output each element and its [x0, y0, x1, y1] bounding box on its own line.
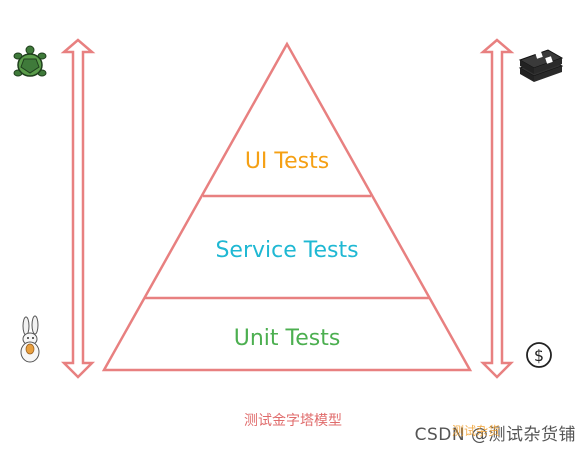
watermark-text: CSDN @测试杂货铺: [414, 425, 576, 445]
svg-text:$: $: [534, 346, 544, 365]
dollar-coin-icon: $: [526, 342, 552, 368]
csdn-watermark: CSDN @测试杂货铺: [415, 420, 576, 445]
turtle-icon: [13, 45, 47, 77]
left-double-arrow: [60, 38, 96, 379]
rabbit-icon: [20, 315, 40, 363]
pyramid: [101, 41, 473, 372]
layer-label-unit: Unit Tests: [234, 326, 341, 351]
right-double-arrow: [479, 38, 515, 379]
layer-label-service: Service Tests: [215, 238, 358, 263]
pyramid-outline: [101, 41, 473, 372]
money-stack-icon: [518, 49, 564, 82]
layer-label-ui: UI Tests: [245, 149, 329, 174]
diagram-caption: 测试金字塔模型: [244, 413, 342, 429]
watermark-overlay: 测试杂货: [452, 424, 501, 438]
